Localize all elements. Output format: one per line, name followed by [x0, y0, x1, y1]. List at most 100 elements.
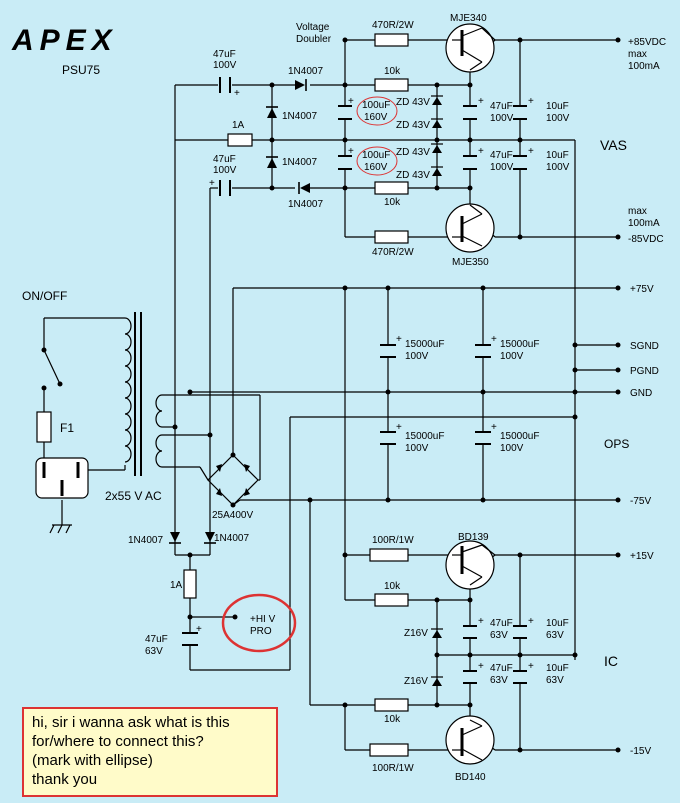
svg-text:+: + [478, 616, 484, 627]
label-onoff: ON/OFF [22, 289, 67, 303]
svg-text:100R/1W: 100R/1W [372, 763, 414, 774]
label-pgnd: PGND [630, 366, 659, 377]
mains-wiring [43, 317, 126, 534]
label-f1: F1 [60, 421, 74, 435]
svg-text:160V: 160V [364, 112, 388, 123]
label-bd140: BD140 [455, 772, 486, 783]
svg-text:100mA: 100mA [628, 218, 660, 229]
svg-text:100uF: 100uF [362, 100, 390, 111]
svg-text:+: + [348, 146, 354, 157]
transistor-bd140 [445, 715, 495, 765]
svg-text:+: + [348, 96, 354, 107]
svg-text:+: + [528, 616, 534, 627]
label-ac: 2x55 V AC [105, 489, 162, 503]
resistor-100r-bot [369, 743, 409, 757]
label-m15: -15V [630, 746, 651, 757]
label-p15: +15V [630, 551, 654, 562]
svg-text:Z16V: Z16V [404, 676, 428, 687]
label-hiv: +HI V [250, 614, 276, 625]
ic-wiring [310, 554, 618, 751]
svg-text:+: + [234, 88, 240, 99]
cap-47uf-vas [463, 105, 477, 170]
svg-text:1A: 1A [170, 580, 183, 591]
cap-47uf-ic [463, 625, 477, 684]
note-line-4: thank you [32, 771, 98, 788]
label-pro: PRO [250, 626, 272, 637]
transistor-mje350 [445, 203, 495, 253]
svg-text:47uF: 47uF [145, 634, 168, 645]
svg-text:+: + [478, 661, 484, 672]
svg-text:ZD 43V: ZD 43V [396, 170, 430, 181]
svg-text:10k: 10k [384, 714, 401, 725]
label-bd139: BD139 [458, 532, 489, 543]
fuse-1a-top [227, 133, 253, 147]
transistor-mje340 [445, 23, 496, 73]
cap-15000uf-set [380, 344, 491, 445]
svg-text:47uF: 47uF [490, 101, 513, 112]
label-m85: -85VDC [628, 234, 664, 245]
svg-text:10uF: 10uF [546, 618, 569, 629]
model-label: PSU75 [62, 63, 100, 77]
junction-dots-ic [342, 552, 578, 753]
svg-text:1N4007: 1N4007 [288, 66, 323, 77]
label-mje350: MJE350 [452, 257, 489, 268]
svg-text:max: max [628, 49, 647, 60]
svg-text:63V: 63V [546, 675, 564, 686]
svg-text:63V: 63V [145, 646, 163, 657]
resistor-10k-ic-top [374, 593, 409, 607]
svg-text:+: + [491, 334, 497, 345]
diode-1n4007-low-b [204, 532, 216, 544]
svg-text:+: + [478, 96, 484, 107]
label-vas-section: VAS [600, 137, 627, 153]
svg-text:10uF: 10uF [546, 663, 569, 674]
svg-text:Z16V: Z16V [404, 628, 428, 639]
svg-text:+: + [528, 96, 534, 107]
cap-100uf-top [338, 105, 352, 120]
diode-1n4007-vert-b [266, 156, 278, 168]
cap-10uf-ic [513, 625, 527, 684]
transistor-bd139 [445, 540, 496, 590]
label-10k-mid: 10k [384, 197, 401, 208]
svg-text:ZD 43V: ZD 43V [396, 97, 430, 108]
svg-text:100V: 100V [500, 351, 524, 362]
svg-text:+: + [209, 178, 215, 189]
red-ellipse-mid [356, 146, 398, 176]
fuse-1a-low [183, 569, 197, 599]
resistor-10k-ic-bot [374, 698, 409, 712]
svg-text:100uF: 100uF [362, 150, 390, 161]
transformer [124, 312, 260, 476]
svg-text:10uF: 10uF [546, 101, 569, 112]
label-bridge: 25A400V [212, 510, 253, 521]
note-line-3: (mark with ellipse) [32, 752, 153, 769]
diode-1n4007-top [295, 79, 307, 91]
resistor-470r-top [374, 33, 409, 47]
svg-text:1N4007: 1N4007 [282, 111, 317, 122]
svg-text:47uF: 47uF [490, 663, 513, 674]
diode-1n4007-vert-a [266, 106, 278, 118]
svg-text:100V: 100V [490, 113, 514, 124]
svg-text:100mA: 100mA [628, 61, 660, 72]
junction-dots-top [269, 37, 523, 240]
resistor-10k-top [374, 78, 409, 92]
label-ic-section: IC [604, 653, 618, 669]
svg-text:ZD 43V: ZD 43V [396, 120, 430, 131]
label-gnd: GND [630, 388, 652, 399]
svg-text:100V: 100V [546, 113, 570, 124]
svg-text:15000uF: 15000uF [405, 339, 444, 350]
label-ops-section: OPS [604, 437, 629, 451]
svg-text:47uF: 47uF [490, 150, 513, 161]
svg-text:max: max [628, 206, 647, 217]
svg-text:1N4007: 1N4007 [288, 199, 323, 210]
apex-logo: APEX [11, 24, 112, 57]
resistor-470r-bot [374, 230, 409, 244]
diode-1n4007-low-a [169, 532, 181, 544]
svg-text:47uF: 47uF [213, 49, 236, 60]
label-470r-top: 470R/2W [372, 20, 414, 31]
svg-text:100V: 100V [213, 165, 237, 176]
note-line-2: for/where to connect this? [32, 733, 204, 750]
svg-text:1N4007: 1N4007 [128, 535, 163, 546]
svg-text:+: + [528, 661, 534, 672]
junction-dots-ops [172, 285, 578, 503]
red-ellipse-hiv-pro [221, 593, 297, 653]
